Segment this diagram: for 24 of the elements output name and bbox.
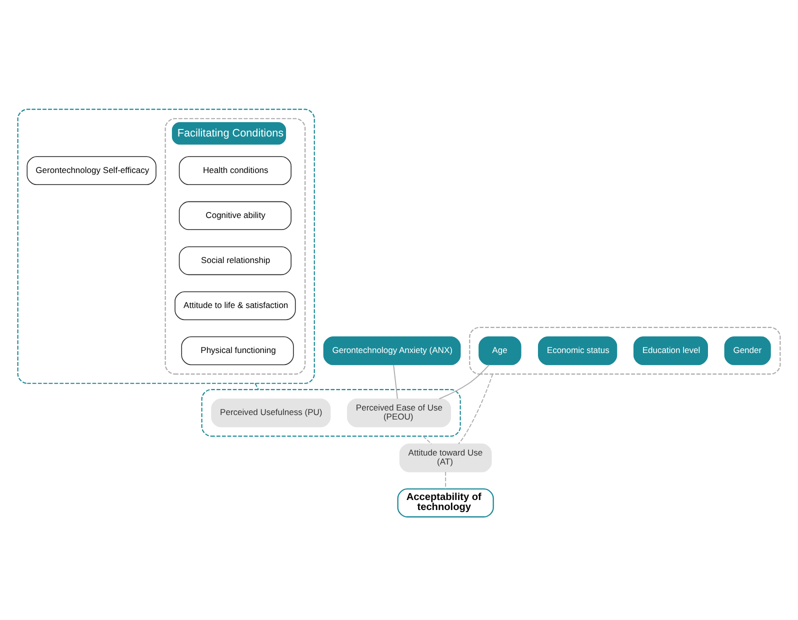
node-box: Gerontechnology Anxiety (ANX) [323,336,461,366]
node-box: Education level [633,336,708,366]
connector [254,382,259,390]
node-box: Economic status [538,336,618,366]
node-box: Gerontechnology Self-efficacy [26,156,156,185]
connector [445,471,446,490]
connector [438,364,490,400]
node-box: Physical functioning [181,336,294,366]
node-box: Acceptability of technology [397,488,494,518]
node-box: Perceived Usefulness (PU) [211,398,331,428]
node-box: Perceived Ease of Use (PEOU) [346,398,452,428]
cluster [469,326,781,375]
node-box: Health conditions [178,156,292,185]
node-box: Attitude toward Use (AT) [399,444,492,472]
node-box: Cognitive ability [178,201,292,230]
cluster [17,108,315,384]
node-box: Attitude to life & satisfaction [174,291,296,320]
node-box: Social relationship [178,246,292,276]
cluster [201,389,461,437]
node-box: Age [478,336,522,366]
connector [422,436,432,444]
connector [393,364,398,400]
connector [458,374,494,444]
node-box: Gender [724,336,771,366]
